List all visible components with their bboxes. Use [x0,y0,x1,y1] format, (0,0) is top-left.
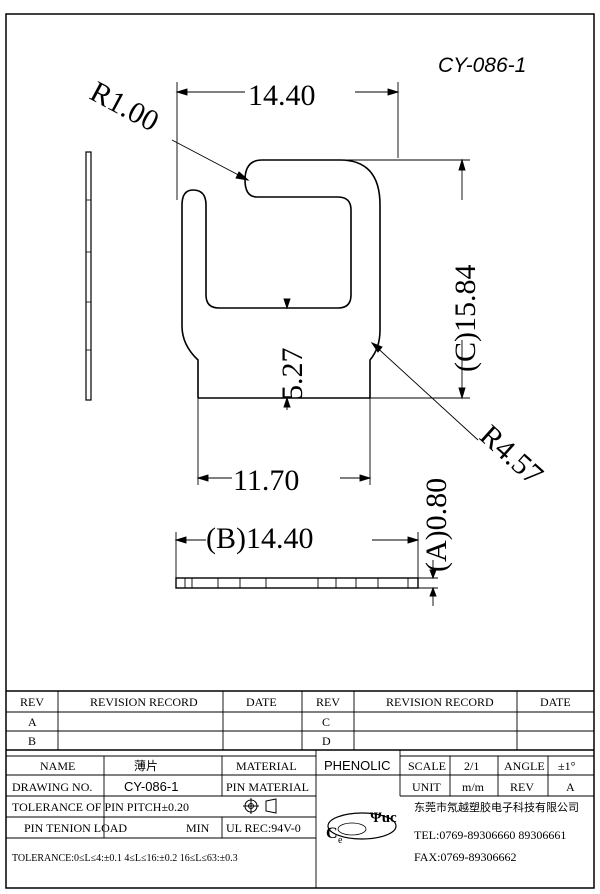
projection-symbol-icon [243,798,277,814]
name-value: 薄片 [134,758,158,773]
dim-height-c: (C)15.84 [449,265,482,373]
rev-row-a: A [28,715,37,729]
revision-record-header-right: REVISION RECORD [386,695,494,709]
logo-e: e [338,835,343,846]
name-label: NAME [40,759,75,773]
side-view [85,151,92,401]
drawing-no-value: CY-086-1 [124,779,178,794]
date-header-left: DATE [246,695,277,709]
rev-row-c: C [322,715,330,729]
material-value: PHENOLIC [324,758,390,773]
revision-record-header-left: REVISION RECORD [90,695,198,709]
tolerance-line: TOLERANCE:0≤L≤4:±0.1 4≤L≤16:±0.2 16≤L≤63… [12,853,238,864]
dim-outer-radius: R4.57 [473,419,549,492]
dim-width-top: 14.40 [248,79,316,112]
tolerance-pin-pitch: TOLERANCE OF PIN PITCH±0.20 [12,800,189,814]
dim-neck-width: 11.70 [233,464,299,497]
title-block-grid [6,750,594,888]
date-header-right: DATE [540,695,571,709]
rev-header-left: REV [20,695,44,709]
rev-label: REV [510,780,534,794]
pin-tension-load: PIN TENION LOAD [24,821,127,835]
sheet-border [5,13,595,889]
company-fax: FAX:0769-89306662 [414,850,516,864]
ul-rec: UL REC:94V-0 [226,821,301,835]
angle-value: ±1° [558,759,576,773]
unit-value: m/m [462,780,485,794]
scale-label: SCALE [408,759,446,773]
logo-c: C [326,825,338,842]
dim-corner-radius: R1.00 [85,75,165,138]
company-tel: TEL:0769-89306660 89306661 [414,828,566,842]
logo-letters: Ψuc [370,810,397,826]
company-logo-icon: Ψuc C e [326,810,397,846]
dim-thickness-a: (A)0.80 [420,478,453,572]
min-label: MIN [186,821,210,835]
dim-inner-height: 5.27 [276,348,309,401]
part-outline [181,159,381,399]
drawing-no-label: DRAWING NO. [12,780,92,794]
pin-material-label: PIN MATERIAL [226,780,309,794]
dim-width-b: (B)14.40 [206,522,314,555]
revision-table [6,690,594,751]
company-name: 东莞市氖越塑胶电子科技有限公司 [414,800,579,814]
rev-header-right: REV [316,695,340,709]
drawing-code-label: CY-086-1 [438,54,526,77]
material-label: MATERIAL [236,759,297,773]
dimension-lines [171,82,479,606]
rev-row-b: B [28,734,36,748]
scale-value: 2/1 [464,759,479,773]
unit-label: UNIT [412,780,441,794]
rev-value: A [566,780,575,794]
bottom-view [175,577,419,589]
rev-row-d: D [322,734,331,748]
angle-label: ANGLE [504,759,545,773]
